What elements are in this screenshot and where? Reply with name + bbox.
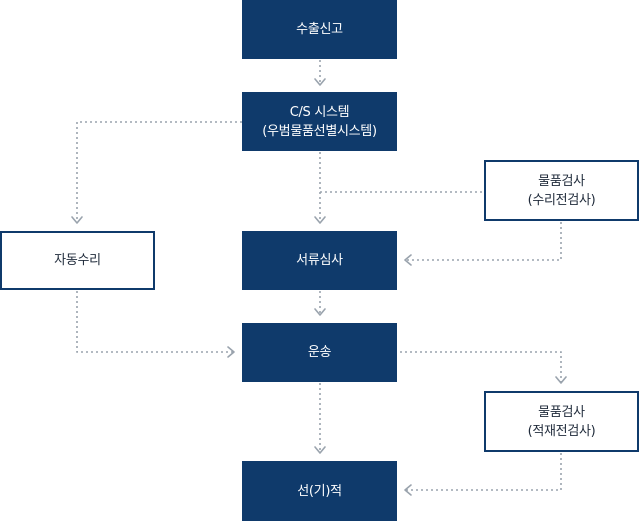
connector-cs-to-auto: [76, 121, 242, 222]
arrowhead-icon: [314, 308, 326, 316]
connector-transport-to-inspection2: [400, 351, 562, 382]
node-label: C/S 시스템: [289, 104, 350, 120]
node-sublabel: (수리전검사): [527, 192, 596, 208]
node-export-declaration: 수출신고: [242, 0, 397, 59]
arrowhead-icon: [404, 484, 412, 496]
arrowhead-icon: [314, 216, 326, 224]
arrowhead-icon: [227, 346, 235, 358]
node-inspection-before-loading: 물품검사 (적재전검사): [484, 391, 639, 452]
node-sublabel: (우범물품선별시스템): [262, 123, 377, 139]
node-label: 물품검사: [538, 404, 585, 420]
node-document-review: 서류심사: [242, 231, 397, 290]
arrowhead-icon: [314, 446, 326, 454]
arrowhead-icon: [555, 376, 567, 384]
connector-auto-to-transport: [76, 291, 233, 353]
connector-inspection2-to-vessel: [406, 453, 562, 491]
node-cs-system: C/S 시스템 (우범물품선별시스템): [242, 92, 397, 151]
node-automatic-acceptance: 자동수리: [0, 231, 155, 290]
node-label: 수출신고: [296, 22, 343, 37]
node-label: 서류심사: [296, 253, 343, 268]
arrowhead-icon: [71, 216, 83, 224]
node-vessel-loading: 선(기)적: [242, 461, 397, 521]
arrowhead-icon: [404, 254, 412, 266]
node-sublabel: (적재전검사): [527, 423, 596, 439]
arrowhead-icon: [314, 78, 326, 86]
node-label: 자동수리: [54, 253, 101, 268]
node-transport: 운송: [242, 323, 397, 382]
connector-inspection1-to-doc: [406, 222, 562, 261]
node-label: 운송: [307, 345, 332, 360]
node-label: 물품검사: [538, 173, 585, 189]
node-label: 선(기)적: [297, 483, 342, 499]
node-inspection-before-acceptance: 물품검사 (수리전검사): [484, 160, 639, 221]
